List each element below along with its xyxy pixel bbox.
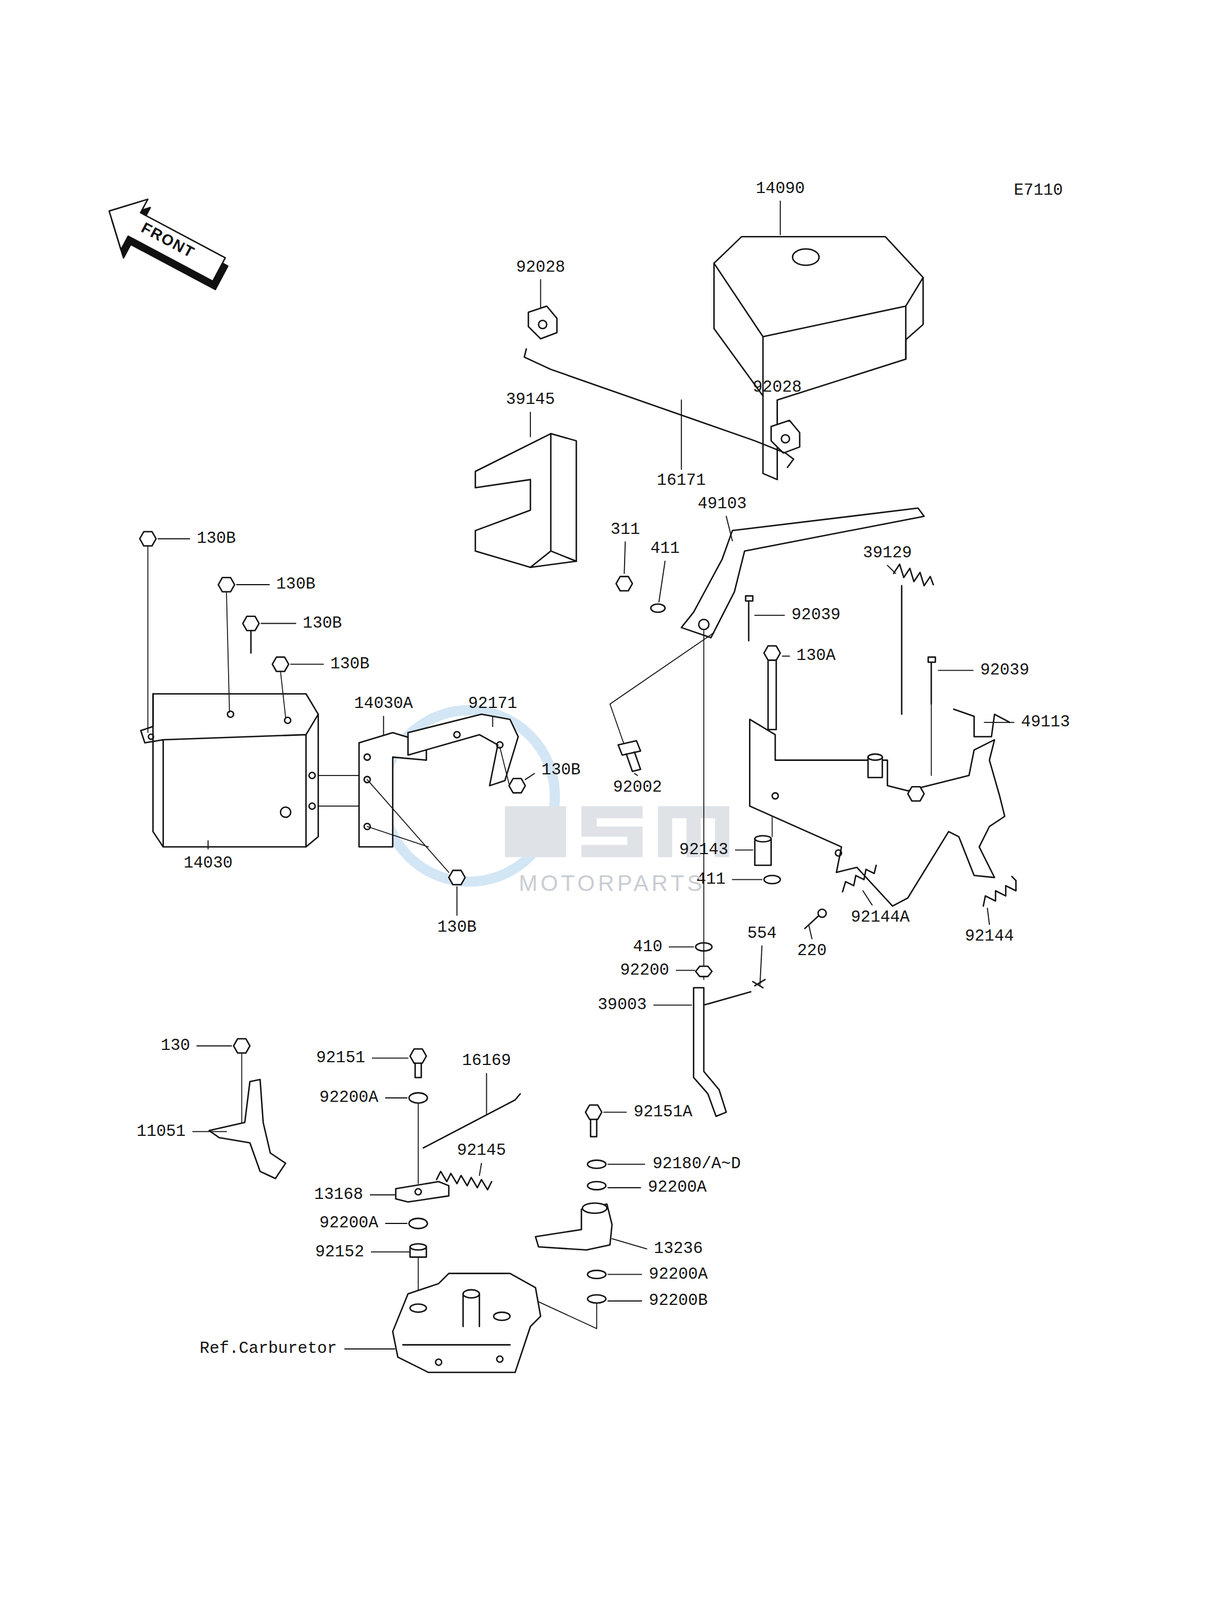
callout-number: 14090 bbox=[755, 180, 805, 197]
callout-number: 92144A bbox=[851, 909, 910, 926]
spring-39129 bbox=[893, 563, 934, 714]
callout-number: 92143 bbox=[679, 841, 729, 858]
diagram-code: E7110 bbox=[1013, 182, 1063, 199]
spring-92144a bbox=[842, 864, 877, 892]
front-arrow bbox=[93, 185, 239, 303]
callout-number: 92151A bbox=[633, 1103, 693, 1120]
cover-14090 bbox=[713, 236, 923, 480]
callout-number: 49103 bbox=[697, 495, 747, 512]
callout-number: 39003 bbox=[597, 996, 647, 1013]
callout-number: 39145 bbox=[505, 391, 555, 408]
callout-number: 92200A bbox=[648, 1178, 707, 1196]
callout-number: 411 bbox=[650, 540, 680, 557]
callout-number: 92152 bbox=[315, 1243, 365, 1260]
callout-number: 92028 bbox=[515, 259, 565, 276]
callout-number: 92200A bbox=[649, 1265, 708, 1283]
callout-number: 130B bbox=[437, 919, 477, 936]
callout-number: 92144 bbox=[964, 927, 1014, 945]
guard-39145 bbox=[475, 433, 577, 568]
bracket-49113 bbox=[749, 708, 1010, 906]
callout-number: 92028 bbox=[752, 379, 802, 396]
bolt-92002 bbox=[617, 740, 641, 772]
plate-14030a bbox=[318, 713, 519, 872]
callout-number: 554 bbox=[747, 925, 777, 942]
callout-number: 92039 bbox=[980, 661, 1030, 679]
callout-number: 130B bbox=[330, 655, 370, 673]
spring-92144 bbox=[983, 876, 1017, 906]
callout-number: 14030A bbox=[354, 695, 413, 712]
callout-number: 220 bbox=[797, 942, 828, 959]
callout-number: 92002 bbox=[612, 779, 662, 796]
case-14030 bbox=[140, 693, 318, 847]
bolts-130b bbox=[139, 531, 526, 885]
callout-number: 13236 bbox=[653, 1240, 703, 1257]
watermark-logo bbox=[383, 709, 730, 882]
callout-number: 92200A bbox=[319, 1214, 379, 1231]
callout-number: 130B bbox=[541, 761, 581, 778]
callout-number: 92151 bbox=[316, 1049, 366, 1066]
callout-number: 92200B bbox=[649, 1292, 708, 1309]
callout-number: 130B bbox=[276, 576, 316, 593]
callout-number: 13168 bbox=[313, 1186, 364, 1203]
callout-number: 92145 bbox=[456, 1142, 506, 1159]
callout-number: 49113 bbox=[1021, 713, 1071, 731]
callout-number: 16169 bbox=[462, 1052, 512, 1070]
callout-number: 92180/A~D bbox=[652, 1155, 741, 1172]
callout-number: 11051 bbox=[136, 1123, 186, 1140]
reference-note: Ref.Carburetor bbox=[199, 1340, 337, 1357]
callout-number: 130 bbox=[160, 1037, 191, 1054]
callout-number: 130B bbox=[302, 615, 342, 632]
bracket-11051 bbox=[209, 1038, 286, 1179]
carburetor-body bbox=[392, 1273, 541, 1372]
callout-number: 16171 bbox=[656, 472, 707, 489]
callout-number: 92200 bbox=[620, 962, 670, 979]
callout-number: 92200A bbox=[319, 1089, 379, 1106]
callout-number: 92039 bbox=[791, 606, 841, 623]
watermark: MOTORPARTS bbox=[518, 872, 705, 895]
callout-number: 14030 bbox=[183, 854, 233, 872]
callout-number: 92171 bbox=[468, 695, 518, 712]
callout-number: 311 bbox=[610, 521, 641, 538]
leader-lines bbox=[157, 200, 1014, 1349]
callout-number: 410 bbox=[632, 938, 663, 955]
callout-number: 130A bbox=[796, 647, 836, 664]
callout-number: 39129 bbox=[862, 544, 912, 562]
callout-number: 130B bbox=[196, 530, 236, 547]
